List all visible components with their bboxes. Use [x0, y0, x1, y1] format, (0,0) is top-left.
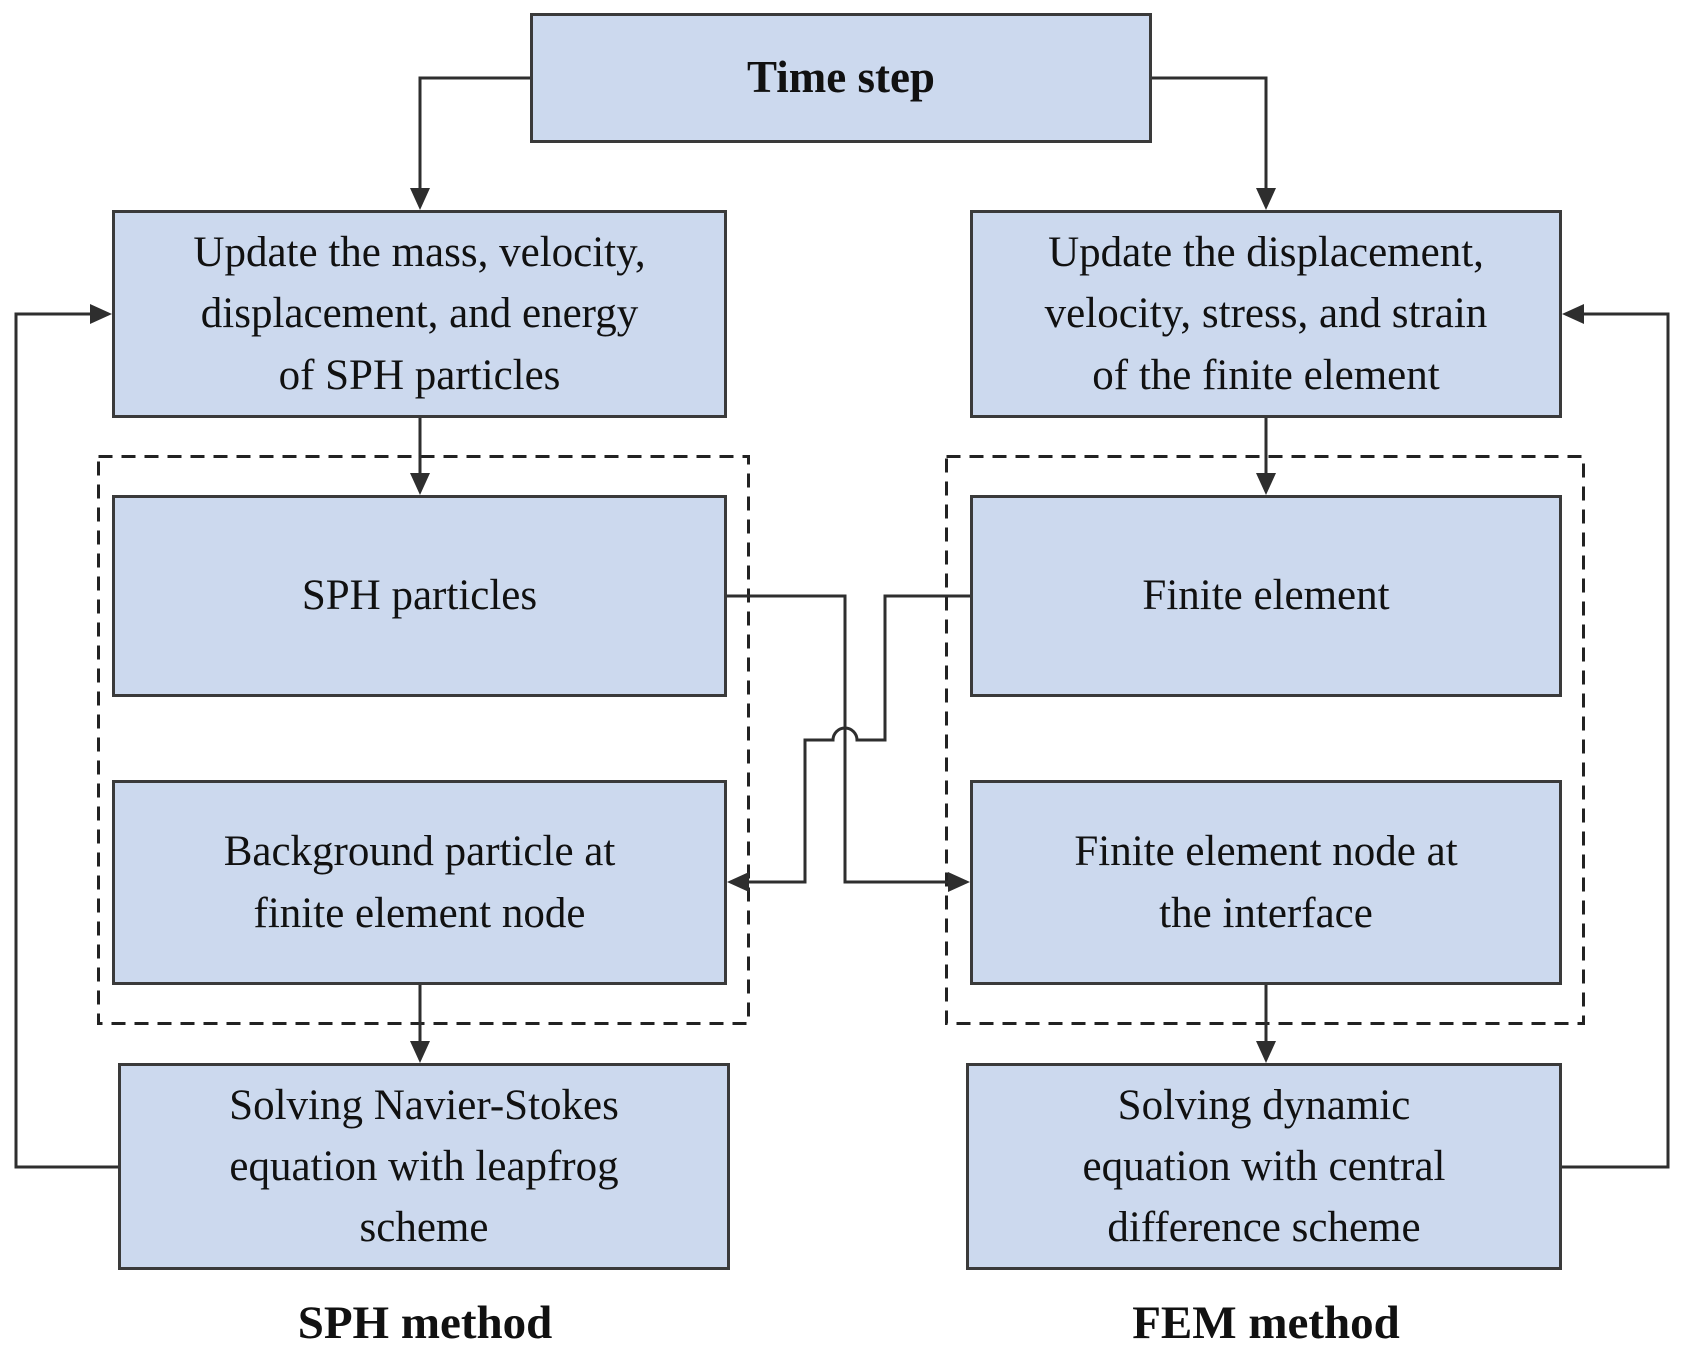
- edge-finite-element-to-background-particle: [727, 594, 970, 892]
- caption-sph-method: SPH method: [297, 1297, 553, 1349]
- node-sph-solver: Solving Navier-Stokes equation with leap…: [118, 1063, 730, 1270]
- node-fem-solver: Solving dynamic equation with central di…: [966, 1063, 1562, 1270]
- edge-fem-solver-feedback: [1562, 304, 1670, 1169]
- node-fem-update: Update the displacement, velocity, stres…: [970, 210, 1562, 418]
- node-fe-node-interface: Finite element node at the interface: [970, 780, 1562, 985]
- caption-fem-method: FEM method: [1132, 1297, 1400, 1349]
- node-background-particle: Background particle at finite element no…: [112, 780, 727, 985]
- node-finite-element: Finite element: [970, 495, 1562, 697]
- edge-sph-solver-feedback: [14, 304, 118, 1169]
- edge-sph-particles-to-fe-node: [727, 594, 970, 892]
- node-sph-particles: SPH particles: [112, 495, 727, 697]
- node-time-step: Time step: [530, 13, 1152, 143]
- node-sph-update: Update the mass, velocity, displacement,…: [112, 210, 727, 418]
- edge-timestep-to-sph-update: [410, 76, 530, 210]
- edge-timestep-to-fem-update: [1152, 76, 1276, 210]
